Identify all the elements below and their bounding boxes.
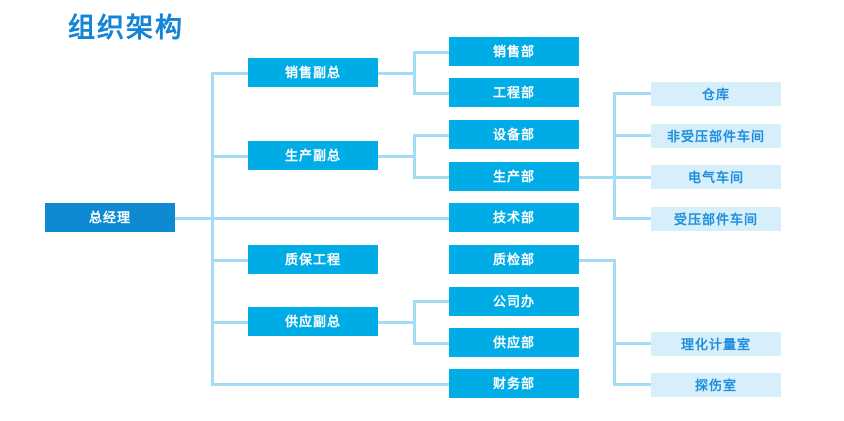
node-general-manager[interactable]: 总经理: [45, 203, 175, 232]
connector-trunk-to-supply-vp: [211, 321, 249, 324]
node-engineering-dept[interactable]: 工程部: [449, 78, 579, 107]
connector-root-stem: [175, 217, 213, 220]
connector-trunk-to-finance-dept: [211, 383, 449, 386]
connector-inspection-dept-stem: [578, 259, 616, 262]
connector-production-dept-to-pressure-workshop: [613, 217, 651, 220]
connector-trunk-to-qa-engineering: [211, 259, 249, 262]
connector-inspection-dept-trunk: [613, 259, 616, 386]
node-physchem-lab[interactable]: 理化计量室: [651, 332, 781, 356]
node-qa-engineering[interactable]: 质保工程: [248, 245, 378, 274]
connector-production-vp-to-production-dept: [413, 176, 451, 179]
node-technology-dept[interactable]: 技术部: [449, 203, 579, 232]
node-pressure-workshop[interactable]: 受压部件车间: [651, 207, 781, 231]
node-inspection-dept[interactable]: 质检部: [449, 245, 579, 274]
node-electrical-workshop[interactable]: 电气车间: [651, 165, 781, 189]
connector-production-dept-trunk: [613, 92, 616, 220]
connector-sales-vp-trunk: [413, 51, 416, 95]
node-equipment-dept[interactable]: 设备部: [449, 120, 579, 149]
node-production-vp[interactable]: 生产副总: [248, 141, 378, 170]
connector-trunk-to-sales-vp: [211, 72, 249, 75]
connector-production-dept-to-non-pressure-workshop: [613, 134, 651, 137]
connector-production-vp-trunk: [413, 134, 416, 179]
connector-production-dept-stem: [578, 176, 616, 179]
node-sales-dept[interactable]: 销售部: [449, 37, 579, 66]
node-company-office[interactable]: 公司办: [449, 287, 579, 316]
connector-production-vp-to-equipment-dept: [413, 134, 451, 137]
node-non-pressure-workshop[interactable]: 非受压部件车间: [651, 124, 781, 148]
connector-supply-vp-to-supply-dept: [413, 342, 451, 345]
connector-sales-vp-stem: [378, 72, 416, 75]
connector-production-dept-to-warehouse: [613, 92, 651, 95]
connector-trunk-to-production-vp: [211, 155, 249, 158]
connector-supply-vp-to-company-office: [413, 300, 451, 303]
node-supply-dept[interactable]: 供应部: [449, 328, 579, 357]
node-sales-vp[interactable]: 销售副总: [248, 58, 378, 87]
connector-inspection-dept-to-flaw-detection-room: [613, 383, 651, 386]
node-flaw-detection-room[interactable]: 探伤室: [651, 373, 781, 397]
connector-supply-vp-stem: [378, 321, 416, 324]
node-supply-vp[interactable]: 供应副总: [248, 307, 378, 336]
node-warehouse[interactable]: 仓库: [651, 82, 781, 106]
node-finance-dept[interactable]: 财务部: [449, 369, 579, 398]
connector-supply-vp-trunk: [413, 300, 416, 345]
connector-sales-vp-to-sales-dept: [413, 51, 451, 54]
connector-production-dept-to-electrical-workshop: [613, 176, 651, 179]
connector-production-vp-stem: [378, 155, 416, 158]
connector-sales-vp-to-engineering-dept: [413, 92, 451, 95]
connector-main-trunk: [211, 72, 214, 386]
page-title: 组织架构: [68, 13, 184, 43]
connector-inspection-dept-to-physchem-lab: [613, 342, 651, 345]
node-production-dept[interactable]: 生产部: [449, 162, 579, 191]
connector-trunk-to-technology-dept: [211, 217, 449, 220]
